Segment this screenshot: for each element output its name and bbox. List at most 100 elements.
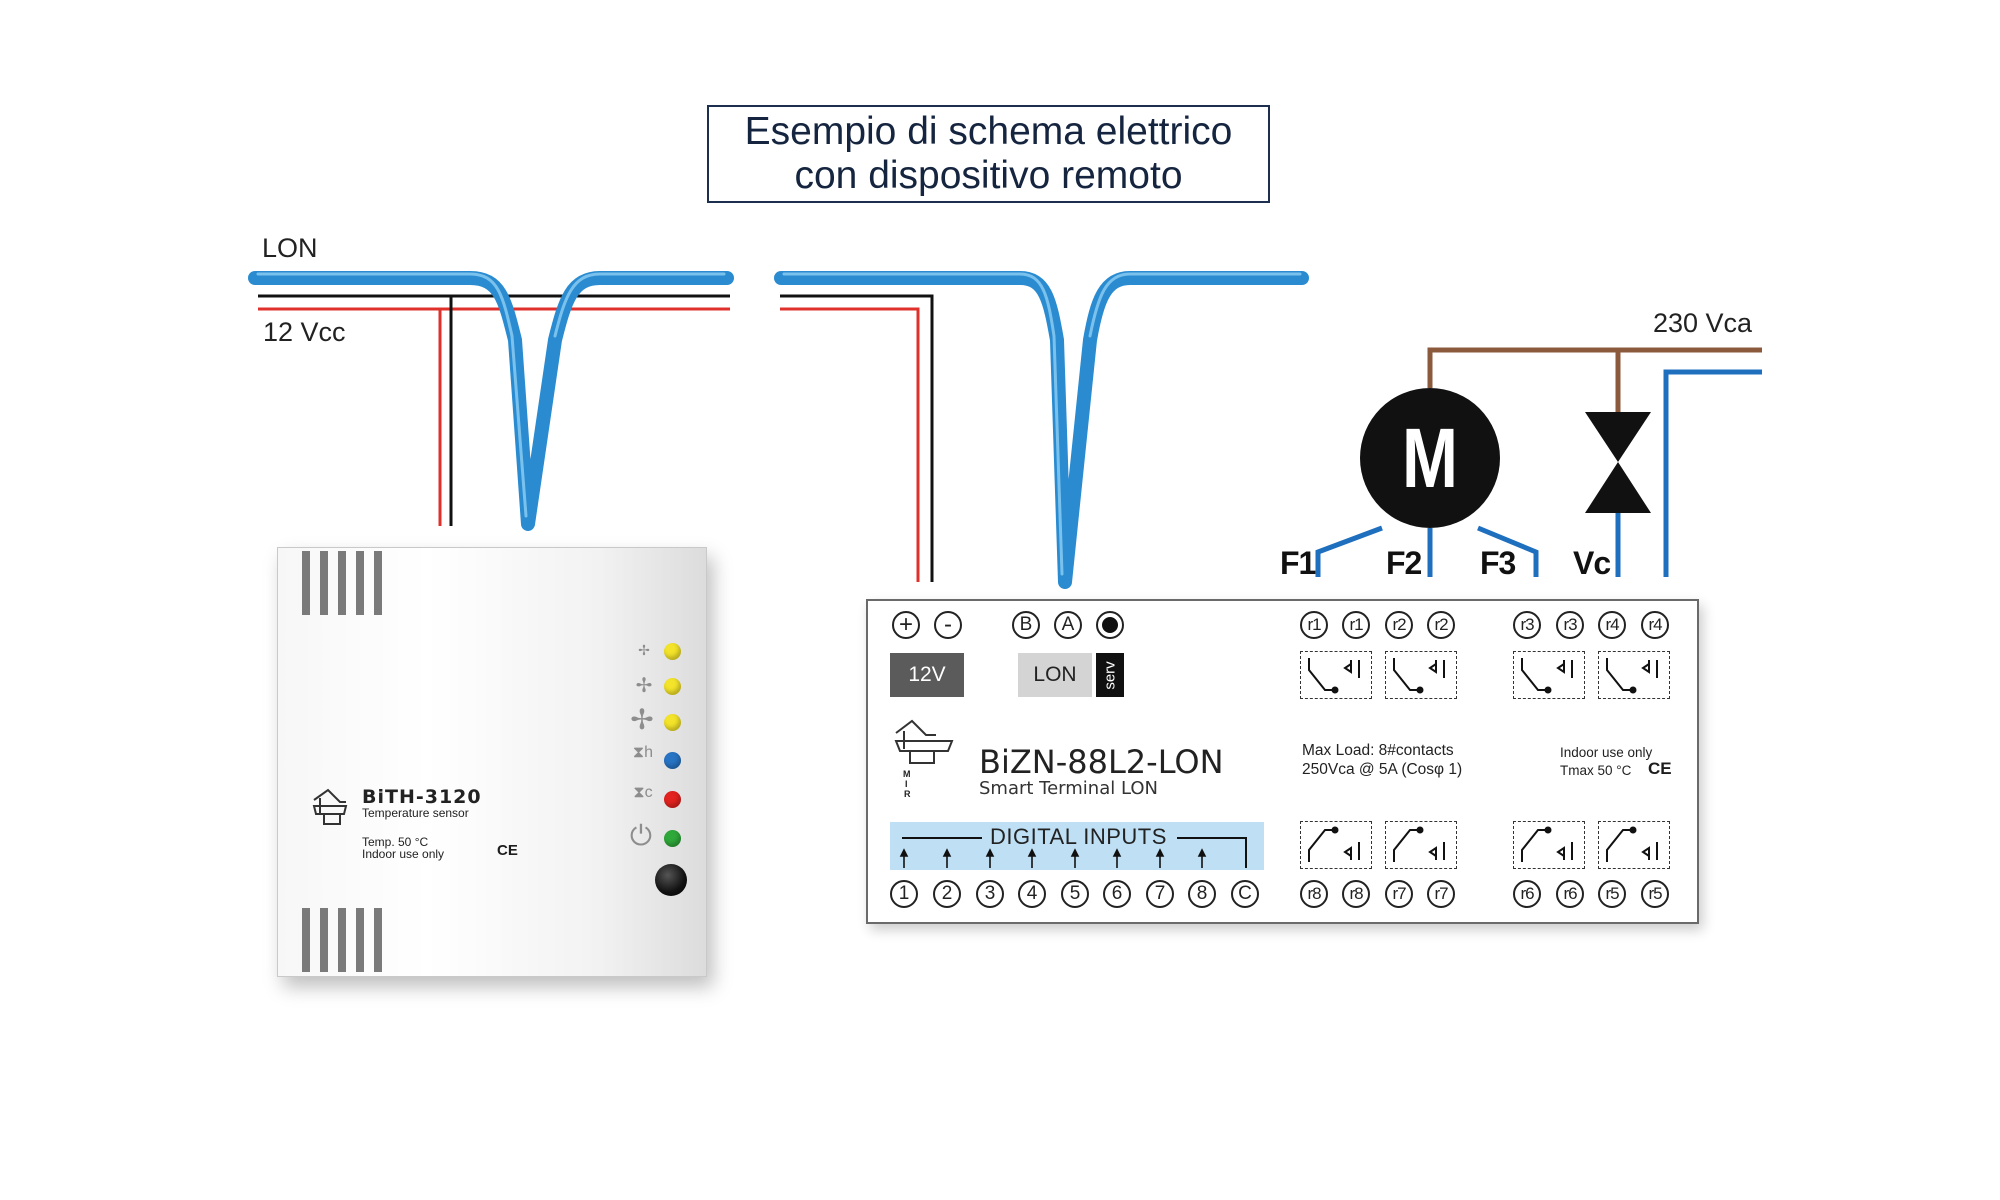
vc-label: Vc [1573, 545, 1611, 581]
load-wires [1315, 369, 1762, 577]
vent-slot [338, 908, 346, 972]
relay-contact-icon [1385, 651, 1457, 699]
f2-label: F2 [1386, 545, 1422, 581]
digital-input-1: 1 [890, 880, 918, 908]
lon-bus-highlight [256, 272, 1302, 576]
motor-letter: M [1402, 411, 1458, 505]
relay-contact-icon [1300, 821, 1372, 869]
title-line-2: con dispositivo remoto [794, 154, 1183, 197]
vent-slot [374, 908, 382, 972]
relay-terminal-top: r3 [1556, 611, 1584, 639]
digital-input-common: C [1231, 880, 1259, 908]
terminal-model: BiZN-88L2-LON [979, 743, 1224, 781]
terminal-subtitle: Smart Terminal LON [979, 778, 1158, 799]
relay-terminal-bottom: r7 [1427, 880, 1455, 908]
lon-bus [248, 271, 1309, 589]
relay-terminal-top: r4 [1641, 611, 1669, 639]
f1-label: F1 [1280, 545, 1316, 581]
diagram-title: Esempio di schema elettrico con disposit… [707, 105, 1270, 203]
relay-terminal-top: r1 [1342, 611, 1370, 639]
fan-high-led [664, 714, 681, 731]
fan-low-led [664, 643, 681, 660]
digital-input-7: 7 [1146, 880, 1174, 908]
svg-text:R: R [904, 789, 911, 799]
terminal-ce-mark: CE [1648, 759, 1672, 778]
sensor-subtitle: Temperature sensor [362, 806, 469, 820]
relay-terminal-bottom: r5 [1598, 880, 1626, 908]
heating-led [664, 752, 681, 769]
service-knob[interactable] [655, 864, 687, 896]
vent-slot [356, 551, 364, 615]
heating-icon: ⧗h [632, 744, 654, 761]
relay-terminal-bottom: r8 [1342, 880, 1370, 908]
temperature-sensor: BiTH-3120 Temperature sensor Temp. 50 °C… [277, 547, 707, 977]
digital-input-5: 5 [1061, 880, 1089, 908]
mains-live-wire [1427, 347, 1762, 412]
fan-mid-icon: ✢ [635, 675, 653, 697]
digital-input-2: 2 [933, 880, 961, 908]
relay-contact-icon [1513, 651, 1585, 699]
relay-terminal-bottom: r6 [1556, 880, 1584, 908]
relay-contact-icon [1513, 821, 1585, 869]
relay-terminal-bottom: r7 [1385, 880, 1413, 908]
lon-label: LON [262, 233, 318, 263]
max-load-line-2: 250Vca @ 5A (Cosφ 1) [1302, 761, 1463, 778]
digital-input-3: 3 [976, 880, 1004, 908]
vent-slot [374, 551, 382, 615]
terminal-minus: - [934, 611, 962, 639]
relay-terminal-top: r2 [1385, 611, 1413, 639]
sensor-temp: Temp. 50 °C [362, 835, 429, 849]
vent-slot [320, 908, 328, 972]
cooling-led [664, 791, 681, 808]
terminal-shield [1096, 611, 1124, 639]
fan-low-icon: ✢ [638, 642, 650, 658]
digital-inputs-arrows [899, 837, 1247, 868]
digital-input-8: 8 [1188, 880, 1216, 908]
power-led [664, 830, 681, 847]
relay-terminal-bottom: r5 [1641, 880, 1669, 908]
digital-input-4: 4 [1018, 880, 1046, 908]
relay-contact-icon [1385, 821, 1457, 869]
sensor-indoor: Indoor use only [362, 847, 445, 861]
fan-mid-led [664, 678, 681, 695]
f3-label: F3 [1480, 545, 1516, 581]
vca-label: 230 Vca [1653, 308, 1753, 338]
sensor-ce-mark: CE [497, 842, 518, 859]
terminal-tmax: Tmax 50 °C [1560, 763, 1632, 778]
tag-12v: 12V [890, 653, 964, 697]
valve-symbol [1585, 412, 1651, 513]
smart-terminal: + - B A 12V LON serv M I R BiZN-88L2-LON… [866, 599, 1699, 924]
svg-text:I: I [905, 779, 908, 789]
svg-text:M: M [903, 769, 911, 779]
title-line-1: Esempio di schema elettrico [744, 110, 1233, 153]
terminal-plus: + [892, 611, 920, 639]
service-button[interactable]: serv [1096, 653, 1124, 697]
vent-slot [302, 551, 310, 615]
motor-symbol [1360, 388, 1500, 528]
power-wires-left [258, 294, 934, 582]
relay-terminal-top: r3 [1513, 611, 1541, 639]
relay-terminal-bottom: r8 [1300, 880, 1328, 908]
relay-terminal-bottom: r6 [1513, 880, 1541, 908]
relay-contact-icon [1598, 651, 1670, 699]
cooling-icon: ⧗c [633, 784, 653, 801]
terminal-a: A [1054, 611, 1082, 639]
digital-inputs-label: DIGITAL INPUTS [990, 824, 1167, 849]
fan-high-icon: ✢ [630, 704, 654, 735]
digital-input-6: 6 [1103, 880, 1131, 908]
max-load-line-1: Max Load: 8#contacts [1302, 742, 1454, 759]
relay-terminal-top: r1 [1300, 611, 1328, 639]
vent-slot [356, 908, 364, 972]
relay-terminal-top: r4 [1598, 611, 1626, 639]
vent-slot [338, 551, 346, 615]
vcc-label: 12 Vcc [263, 317, 346, 347]
relay-contact-icon [1598, 821, 1670, 869]
tag-lon: LON [1018, 653, 1092, 697]
vent-slot [302, 908, 310, 972]
sensor-model: BiTH-3120 [362, 786, 482, 808]
mira-logo-icon [312, 788, 348, 825]
mira-logo-icon: M I R [894, 719, 954, 799]
relay-terminal-top: r2 [1427, 611, 1455, 639]
vent-slot [320, 551, 328, 615]
